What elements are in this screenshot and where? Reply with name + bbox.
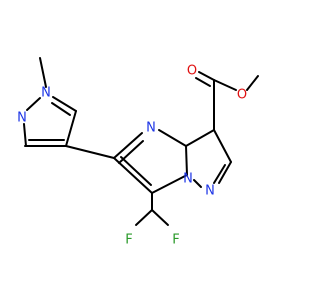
bond <box>213 79 237 91</box>
bond <box>193 179 202 188</box>
atom-label-n-pyrazolo: N <box>205 184 215 199</box>
bond <box>65 110 77 147</box>
bond <box>195 77 211 87</box>
atom-label-n-methyl-pyrazole: N <box>41 86 51 101</box>
bond <box>246 75 259 91</box>
bond <box>218 161 232 184</box>
bond <box>26 97 41 111</box>
atom-label-n-pyrazole: N <box>17 111 27 126</box>
bond <box>135 209 153 226</box>
bond <box>113 132 143 159</box>
bond <box>213 164 226 184</box>
bond <box>198 71 215 81</box>
bond <box>185 145 188 176</box>
bond <box>23 123 27 147</box>
atom-label-layer: N N N N N O O F F <box>17 64 247 248</box>
bond <box>65 145 115 159</box>
bond <box>113 157 153 194</box>
atom-label-n-pyrimidine: N <box>146 121 156 136</box>
bond <box>39 57 47 88</box>
bond <box>51 102 71 116</box>
atom-label-o-ester: O <box>237 88 247 103</box>
bond <box>120 156 152 186</box>
molecule-structure-diagram: N N N N N O O F F <box>17 57 259 248</box>
bond-layer <box>23 57 259 226</box>
bond <box>52 96 77 112</box>
bond <box>151 174 188 194</box>
atom-label-o-carbonyl: O <box>187 64 197 79</box>
bond <box>158 129 187 147</box>
atom-label-f-right: F <box>172 233 179 248</box>
bond <box>151 209 169 226</box>
atom-label-f-left: F <box>125 233 132 248</box>
atom-label-n-bridgehead: N <box>183 172 193 187</box>
bond <box>185 129 215 147</box>
bond <box>213 129 232 163</box>
